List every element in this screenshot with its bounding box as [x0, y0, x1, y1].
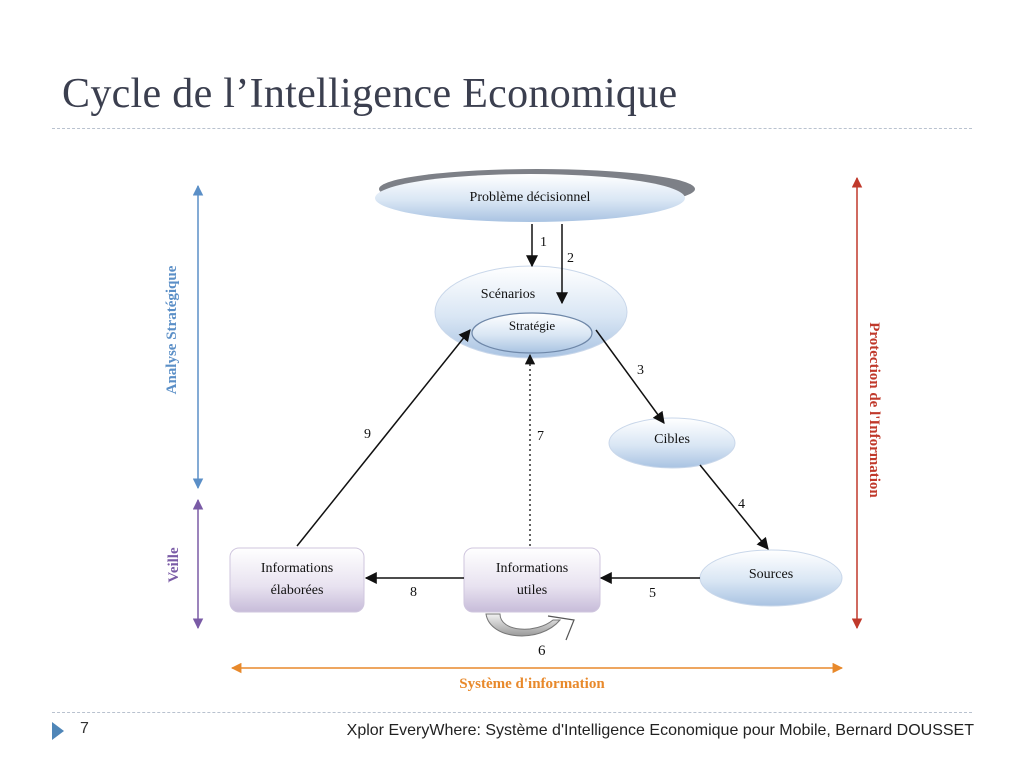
- edge-9: [296, 329, 471, 547]
- node-probleme-decisionnel: Problème décisionnel: [375, 169, 695, 222]
- edge-8-label: 8: [410, 585, 417, 600]
- footer-divider: [52, 712, 972, 713]
- slide-bullet-arrow-icon: [52, 722, 64, 740]
- scenarios-label: Scénarios: [481, 287, 535, 302]
- cibles-label: Cibles: [654, 432, 690, 447]
- edge-6: [485, 613, 575, 641]
- strategie-label: Stratégie: [509, 318, 555, 333]
- edge-4: [699, 464, 769, 550]
- info-utiles-line1: Informations: [496, 561, 568, 576]
- systeme-label: Système d'information: [459, 676, 605, 692]
- node-cibles: Cibles: [608, 417, 736, 469]
- edge-4-label: 4: [738, 497, 745, 512]
- edge-6-label: 6: [538, 643, 546, 659]
- sources-label: Sources: [749, 567, 793, 582]
- analyse-label: Analyse Stratégique: [164, 265, 180, 394]
- node-sources: Sources: [699, 549, 843, 607]
- edge-3-label: 3: [637, 363, 644, 378]
- veille-label: Veille: [166, 547, 182, 583]
- probleme-label: Problème décisionnel: [470, 190, 591, 205]
- node-strategie: Stratégie: [471, 312, 593, 354]
- edge-5-label: 5: [649, 586, 656, 601]
- page-number: 7: [80, 720, 89, 737]
- title-divider: [52, 128, 972, 129]
- info-utiles-line2: utiles: [517, 583, 547, 598]
- slide-title: Cycle de l’Intelligence Economique: [62, 71, 678, 117]
- edge-3: [595, 329, 665, 424]
- node-informations-utiles: Informations utiles: [463, 547, 601, 613]
- slide-footer: Xplor EveryWhere: Système d'Intelligence…: [346, 722, 974, 739]
- edge-1-label: 1: [540, 235, 547, 250]
- edge-7-label: 7: [537, 429, 544, 444]
- info-elab-line2: élaborées: [271, 583, 324, 598]
- edge-2-label: 2: [567, 251, 574, 266]
- protection-label: Protection de l'Information: [866, 322, 882, 498]
- info-elab-line1: Informations: [261, 561, 333, 576]
- node-informations-elaborees: Informations élaborées: [229, 547, 365, 613]
- edge-9-label: 9: [364, 427, 371, 442]
